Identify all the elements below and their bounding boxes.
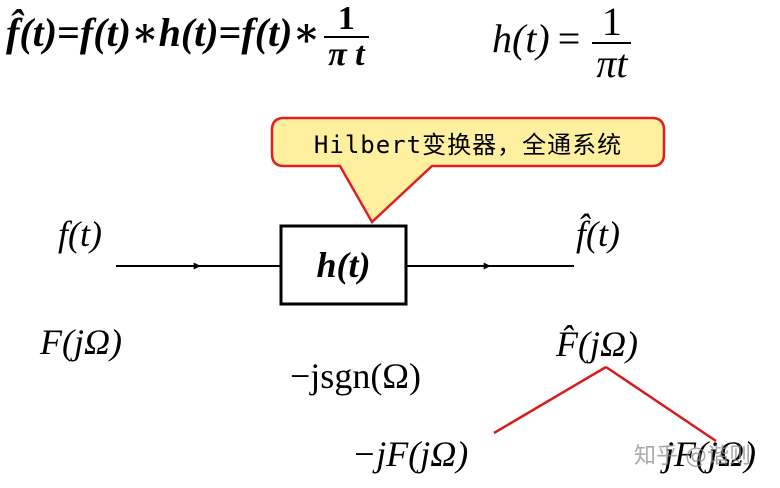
f-hat-of-t: f̂(t) xyxy=(6,10,58,56)
input-frequency-label: F(jΩ) xyxy=(40,322,123,362)
equals-sign: = xyxy=(557,16,581,62)
fraction-denominator: πt xyxy=(596,41,628,86)
fraction-numerator: 1 xyxy=(324,2,369,38)
transfer-function-label: −jsgn(Ω) xyxy=(290,356,422,396)
watermark-text: 知乎 @谐则 xyxy=(634,444,751,469)
equals-sign: = xyxy=(218,10,242,56)
output-time-label: f̂(t) xyxy=(576,214,620,254)
branch-left-label: −jF(jΩ) xyxy=(352,434,469,474)
callout-bubble xyxy=(270,116,666,224)
equals-sign: = xyxy=(57,10,80,56)
fraction-denominator: π t xyxy=(328,36,365,73)
convolution-f: f(t)∗ xyxy=(241,10,321,56)
output-frequency-label: F̂(jΩ) xyxy=(556,324,639,364)
fraction-numerator: 1 xyxy=(592,2,632,44)
system-box xyxy=(279,224,408,306)
input-time-label: f(t) xyxy=(58,214,102,254)
system-box-label: h(t) xyxy=(316,245,371,285)
branch-line-right xyxy=(605,365,717,443)
callout-text: Hilbert变换器，全通系统 xyxy=(313,130,623,159)
branch-line-left xyxy=(493,365,607,435)
branch-right-label: jF(jΩ) xyxy=(664,434,757,474)
convolution-f-h: f(t)∗h(t) xyxy=(79,10,219,56)
h-of-t: h(t) xyxy=(492,16,550,62)
